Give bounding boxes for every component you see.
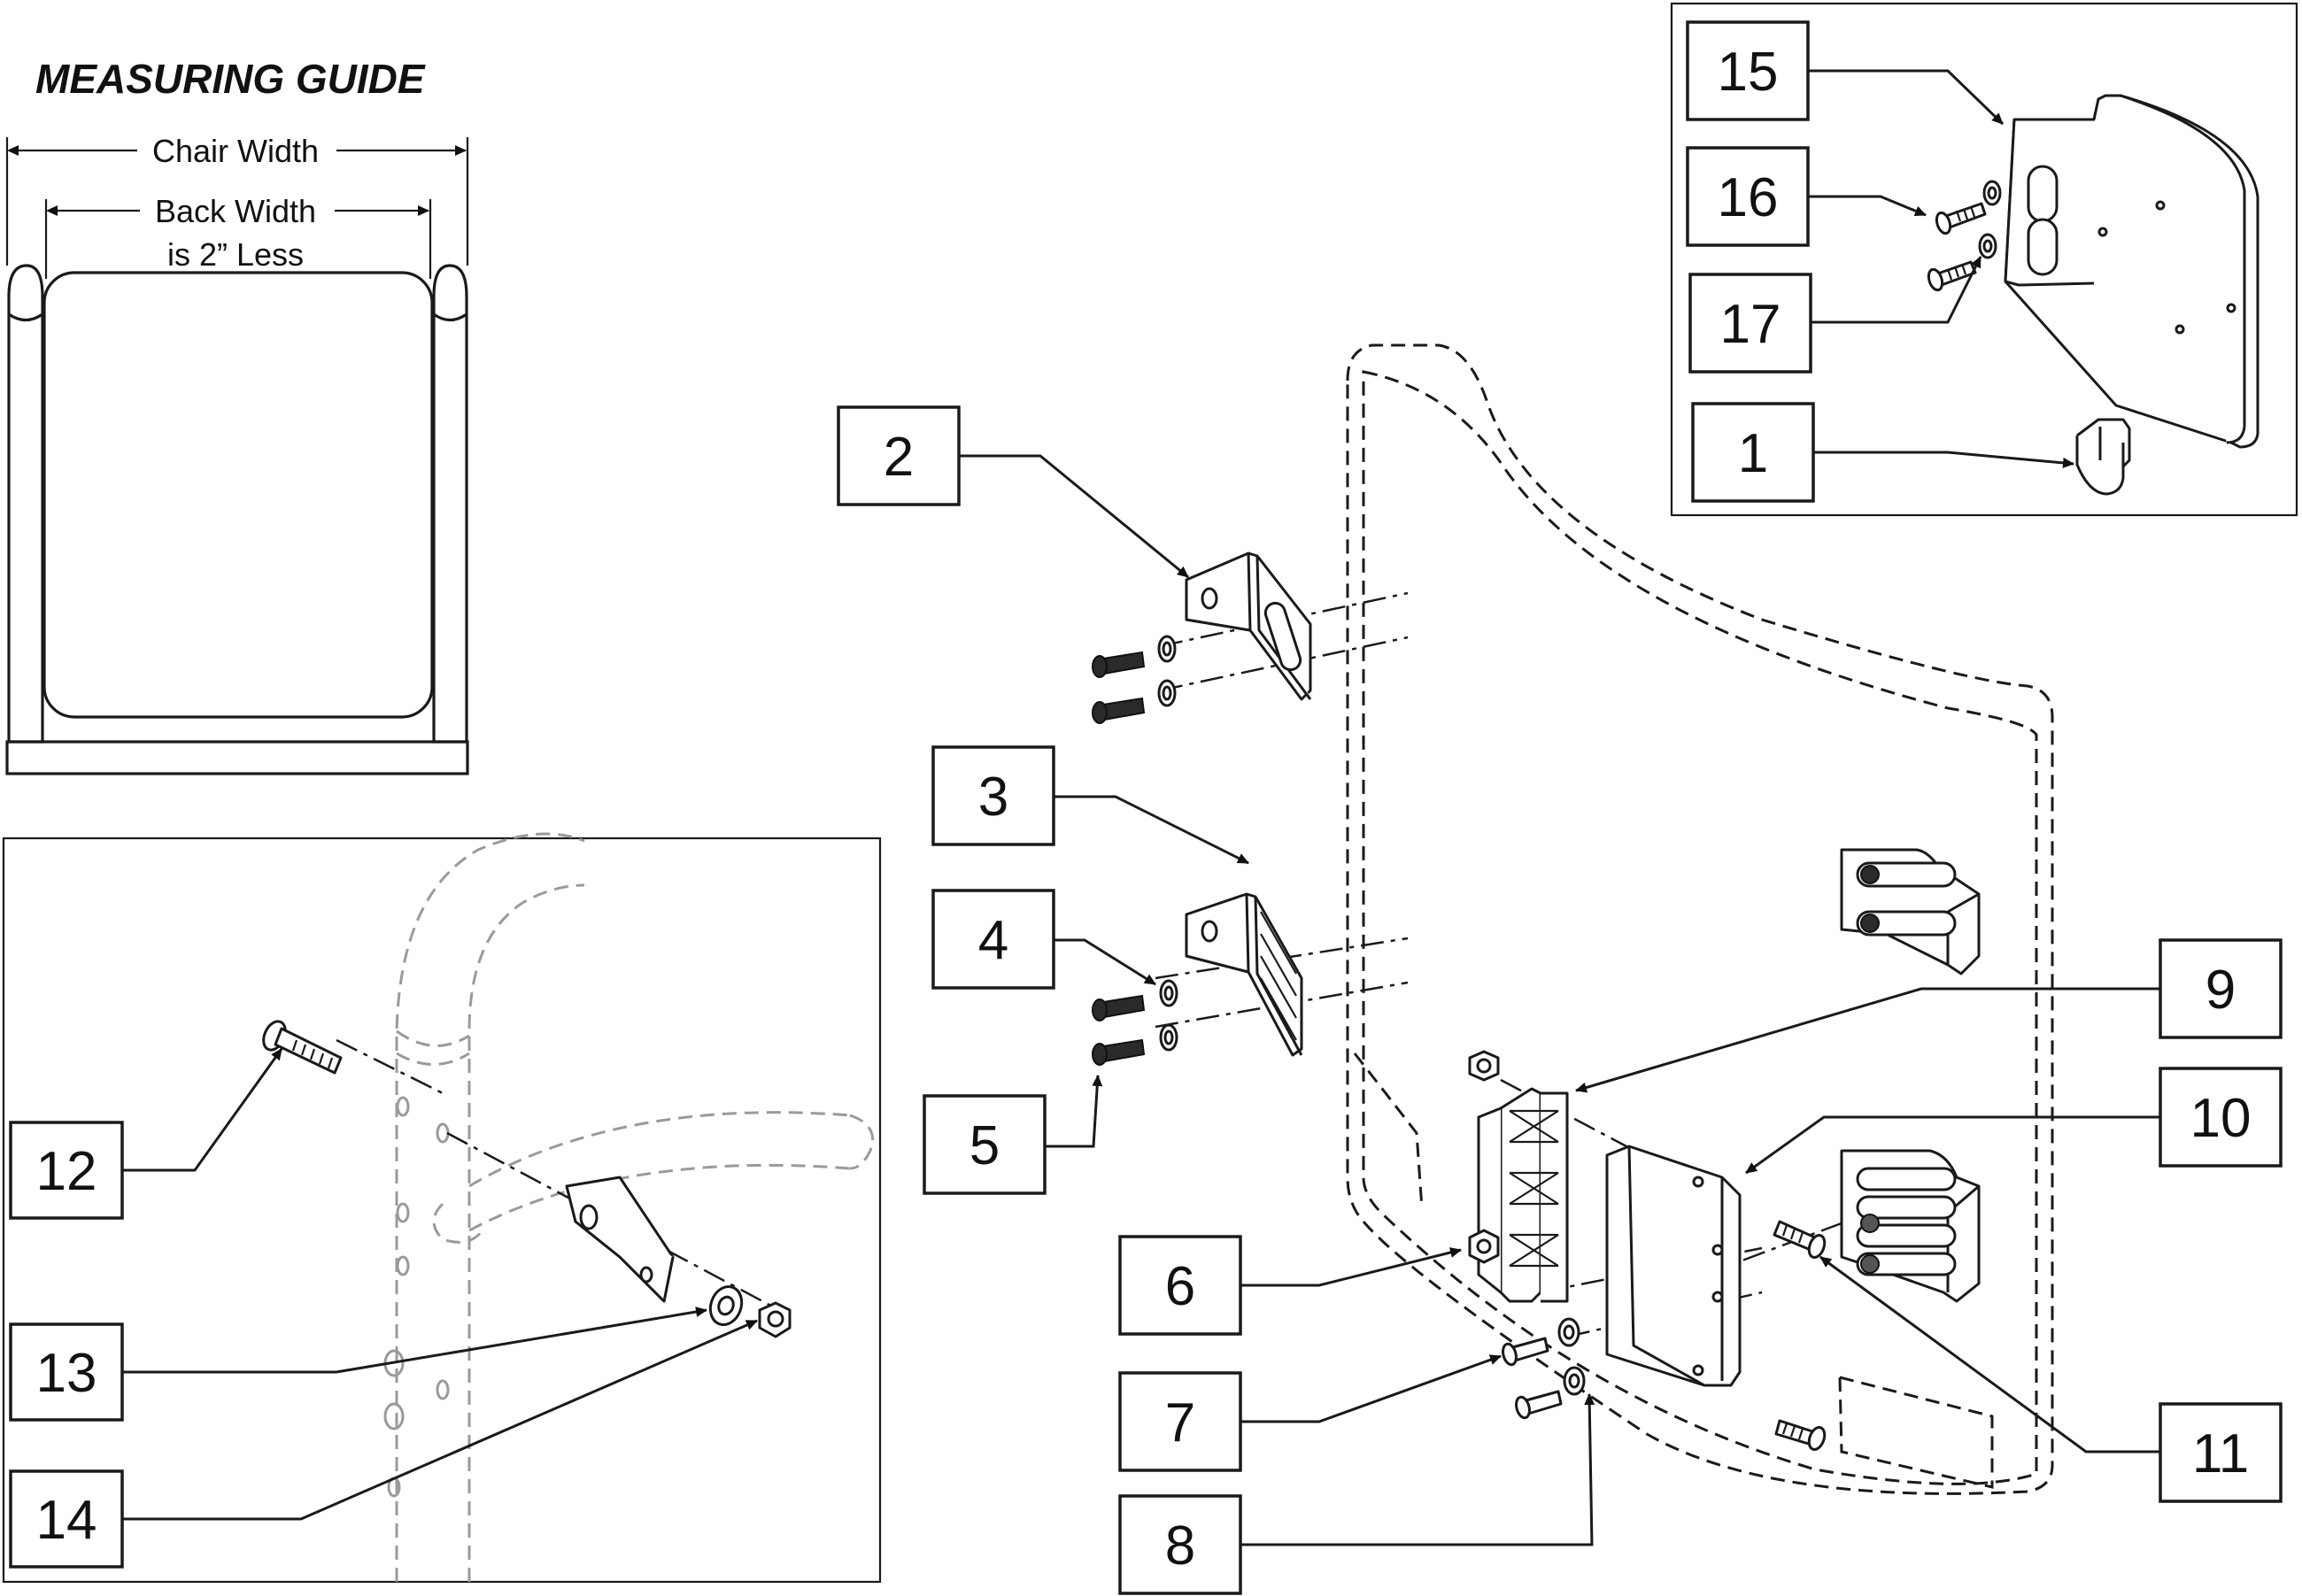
bolt-icon	[262, 1020, 343, 1075]
svg-text:1: 1	[1738, 423, 1768, 484]
frame-mount-inset	[2, 832, 882, 1584]
bolt-icon	[1927, 260, 1977, 292]
callout-16: 16	[1686, 146, 1810, 247]
bracket-icon	[1840, 848, 1981, 975]
callout-6: 6	[1118, 1235, 1242, 1336]
svg-text:10: 10	[2190, 1088, 2252, 1149]
svg-text:13: 13	[36, 1343, 97, 1404]
svg-text:8: 8	[1165, 1515, 1195, 1577]
bolt-icon	[1092, 994, 1146, 1022]
bolt-icon	[1092, 697, 1146, 724]
bracket-icon	[565, 1176, 675, 1303]
svg-text:7: 7	[1165, 1392, 1195, 1453]
svg-text:12: 12	[36, 1141, 97, 1202]
svg-text:5: 5	[969, 1115, 1000, 1176]
svg-text:11: 11	[2192, 1423, 2249, 1484]
washer-icon	[1157, 679, 1177, 707]
svg-text:15: 15	[1718, 42, 1779, 103]
svg-text:16: 16	[1718, 167, 1779, 228]
callout-15: 15	[1686, 20, 1810, 121]
bracket-icon	[1185, 551, 1312, 701]
svg-text:14: 14	[36, 1490, 97, 1551]
callout-9: 9	[2159, 938, 2283, 1039]
bracket-icon	[1185, 892, 1303, 1057]
callout-10: 10	[2159, 1067, 2283, 1168]
bolt-icon	[1515, 1390, 1563, 1420]
washer-icon	[1982, 180, 2002, 206]
seat-back-outline	[1346, 343, 2054, 1495]
callout-4: 4	[931, 889, 1055, 990]
washer-icon	[1557, 1317, 1580, 1347]
washer-icon	[1978, 233, 1997, 259]
back-width-label: Back Width	[155, 193, 316, 229]
washer-icon	[1563, 1366, 1586, 1396]
bolt-icon	[1935, 202, 1987, 235]
callout-12: 12	[9, 1121, 124, 1220]
back-width-note: is 2” Less	[167, 236, 304, 273]
callout-14: 14	[9, 1469, 124, 1569]
svg-text:2: 2	[884, 427, 914, 488]
bolt-icon	[1774, 1419, 1827, 1452]
svg-text:17: 17	[1720, 294, 1781, 355]
svg-text:9: 9	[2205, 960, 2236, 1021]
measuring-guide: MEASURING GUIDE Chair Width Back Width i…	[5, 56, 469, 775]
callout-7: 7	[1118, 1371, 1242, 1472]
callout-5: 5	[923, 1094, 1047, 1195]
callout-2: 2	[837, 405, 961, 506]
bolt-icon	[1092, 651, 1146, 678]
callout-17: 17	[1688, 273, 1812, 374]
nut-icon	[1468, 1229, 1500, 1264]
nut-icon	[758, 1301, 792, 1338]
svg-text:3: 3	[978, 767, 1008, 828]
guide-title: MEASURING GUIDE	[35, 56, 426, 102]
bracket-icon	[1840, 1149, 1981, 1303]
washer-icon	[1159, 979, 1178, 1007]
callout-1: 1	[1691, 402, 1815, 503]
bolt-icon	[1502, 1337, 1549, 1367]
washer-icon	[1159, 1023, 1178, 1052]
svg-text:6: 6	[1165, 1256, 1195, 1317]
angle-plate	[1605, 1145, 1742, 1387]
callout-13: 13	[9, 1322, 124, 1422]
callout-3: 3	[931, 745, 1055, 846]
washer-icon	[708, 1285, 744, 1326]
clamp-icon	[1477, 1087, 1569, 1303]
bolt-icon	[1092, 1038, 1146, 1066]
clip-icon	[2075, 418, 2131, 496]
nut-icon	[1468, 1050, 1500, 1082]
callout-8: 8	[1118, 1494, 1242, 1595]
svg-text:4: 4	[978, 910, 1008, 971]
callout-11: 11	[2159, 1402, 2283, 1503]
chair-width-label: Chair Width	[152, 133, 319, 169]
plate-inset	[1670, 2, 2298, 517]
washer-icon	[1157, 635, 1177, 663]
bolt-icon	[1773, 1220, 1827, 1260]
